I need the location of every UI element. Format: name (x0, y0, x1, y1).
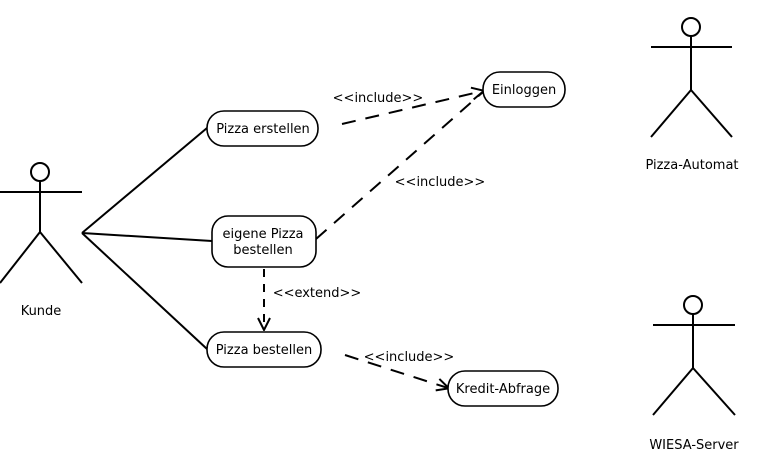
use-case-label: Pizza erstellen (216, 122, 310, 137)
include-arrow-eigene-pizza-einloggen (315, 91, 484, 240)
association-kunde-eigene-pizza (81, 232, 213, 242)
include-label-2: <<include>> (395, 175, 486, 190)
use-case-eigene-pizza-bestellen[interactable]: eigene Pizza bestellen (211, 215, 317, 268)
include-label-1: <<include>> (333, 91, 424, 106)
association-kunde-pizza-erstellen (81, 127, 208, 234)
actor-kunde: Kunde (0, 162, 83, 319)
actor-right-leg (692, 367, 736, 416)
actor-right-leg (39, 231, 83, 284)
actor-head-icon (681, 17, 701, 37)
use-case-pizza-erstellen[interactable]: Pizza erstellen (206, 110, 319, 147)
actor-label-wiesa-server: WIESA-Server (649, 438, 739, 453)
actor-left-leg (0, 231, 41, 284)
use-case-label-line1: eigene Pizza (222, 227, 303, 242)
association-kunde-pizza-bestellen (81, 232, 208, 350)
use-case-label: Einloggen (492, 83, 556, 98)
actor-pizza-automat: Pizza-Automat (645, 17, 739, 173)
actor-head-icon (30, 162, 50, 182)
actor-label-kunde: Kunde (21, 304, 62, 319)
use-case-label: Kredit-Abfrage (456, 382, 550, 397)
actor-left-leg (652, 367, 694, 416)
actor-right-leg (690, 89, 733, 138)
actor-left-leg (650, 89, 692, 138)
include-arrow-pizza-erstellen-einloggen (341, 91, 483, 125)
use-case-kredit-abfrage[interactable]: Kredit-Abfrage (447, 370, 559, 407)
use-case-label-line2: bestellen (233, 243, 293, 258)
extend-label: <<extend>> (273, 286, 362, 301)
actor-wiesa-server: WIESA-Server (649, 295, 739, 453)
use-case-label: Pizza bestellen (216, 343, 313, 358)
use-case-einloggen[interactable]: Einloggen (482, 71, 566, 108)
use-case-pizza-bestellen[interactable]: Pizza bestellen (206, 331, 322, 368)
include-label-3: <<include>> (364, 350, 455, 365)
actor-head-icon (683, 295, 703, 315)
actor-label-pizza-automat: Pizza-Automat (645, 158, 738, 173)
include-arrow-pizza-bestellen-kredit (344, 354, 448, 388)
